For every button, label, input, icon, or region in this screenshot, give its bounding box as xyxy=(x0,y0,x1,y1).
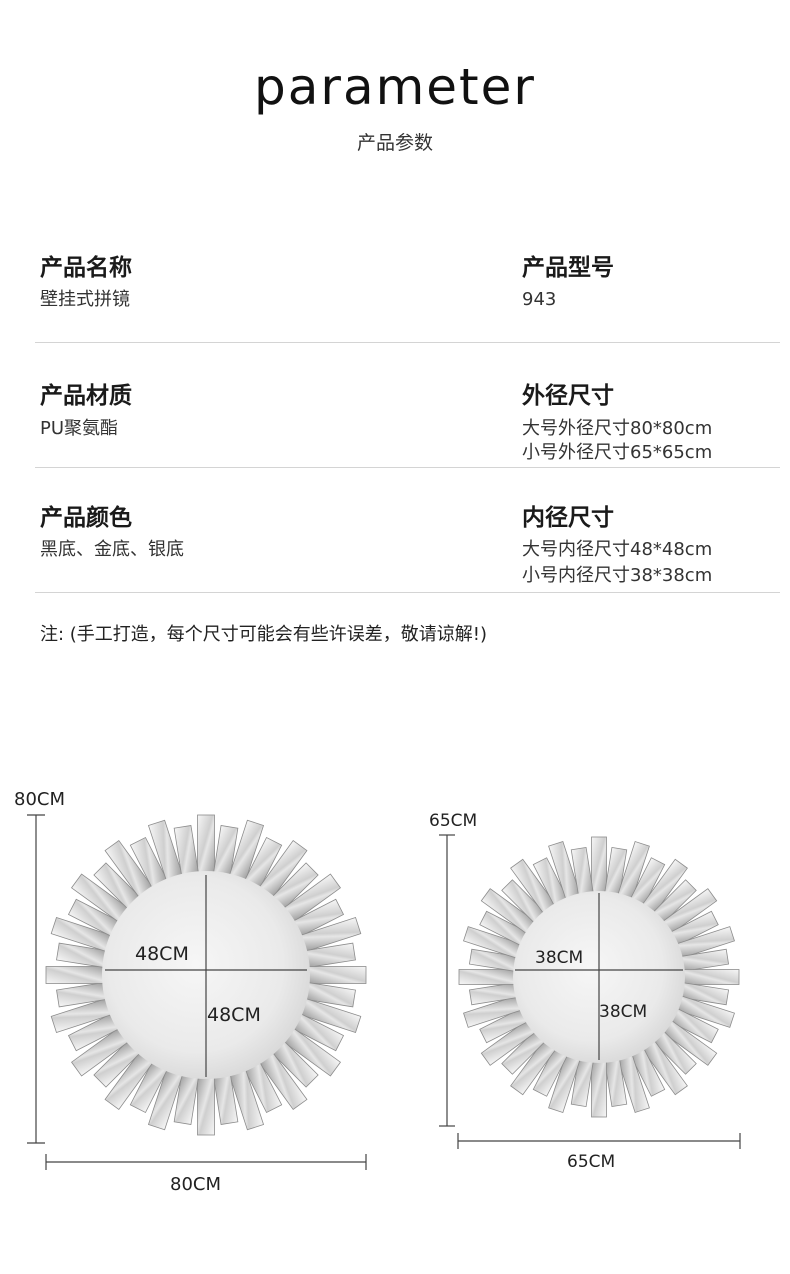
mirror-glass-segment xyxy=(591,1058,607,1118)
large-inner-height-label: 48CM xyxy=(207,1004,261,1026)
large-mirror-frame xyxy=(45,814,367,1136)
mirror-glass-segment xyxy=(305,966,367,984)
spec-label-product-name: 产品名称 xyxy=(40,255,132,281)
spec-label-outer-size: 外径尺寸 xyxy=(522,383,614,409)
divider xyxy=(35,342,780,343)
spec-value-model: 943 xyxy=(522,289,557,310)
mirror-glass-segment xyxy=(197,1074,215,1136)
spec-value-product-name: 壁挂式拼镜 xyxy=(40,289,130,310)
mirror-glass-segment xyxy=(458,969,518,985)
small-mirror-diagram: 38CM 38CM 65CM 65CM xyxy=(429,811,741,1172)
small-outer-height-label: 65CM xyxy=(429,811,477,831)
page-subtitle: 产品参数 xyxy=(356,132,433,154)
spec-value-material: PU聚氨酯 xyxy=(40,418,119,439)
spec-value-color: 黑底、金底、银底 xyxy=(40,539,184,560)
large-mirror-diagram: 48CM 48CM 80CM 80CM xyxy=(14,789,367,1195)
large-inner-width-label: 48CM xyxy=(135,943,189,965)
small-inner-height-label: 38CM xyxy=(599,1002,647,1022)
mirror-glass-segment xyxy=(680,969,740,985)
spec-label-color: 产品颜色 xyxy=(40,505,132,531)
small-inner-width-label: 38CM xyxy=(535,948,583,968)
large-outer-height-label: 80CM xyxy=(14,789,65,810)
divider xyxy=(35,467,780,468)
spec-value-outer-size-large: 大号外径尺寸80*80cm xyxy=(522,418,713,439)
spec-value-inner-size-large: 大号内径尺寸48*48cm xyxy=(522,539,713,560)
mirror-glass-segment xyxy=(591,836,607,896)
spec-label-model: 产品型号 xyxy=(522,255,614,281)
mirror-glass-segment xyxy=(197,814,215,876)
spec-label-inner-size: 内径尺寸 xyxy=(522,505,614,531)
divider xyxy=(35,592,780,593)
small-outer-width-label: 65CM xyxy=(567,1152,615,1172)
page-title: parameter xyxy=(254,58,536,116)
spec-label-material: 产品材质 xyxy=(40,383,132,409)
mirror-glass-segment xyxy=(45,966,107,984)
spec-value-outer-size-small: 小号外径尺寸65*65cm xyxy=(522,442,713,463)
large-outer-width-label: 80CM xyxy=(170,1174,221,1195)
handmade-note: 注: (手工打造，每个尺寸可能会有些许误差，敬请谅解!) xyxy=(40,624,488,645)
spec-value-inner-size-small: 小号内径尺寸38*38cm xyxy=(522,565,713,586)
